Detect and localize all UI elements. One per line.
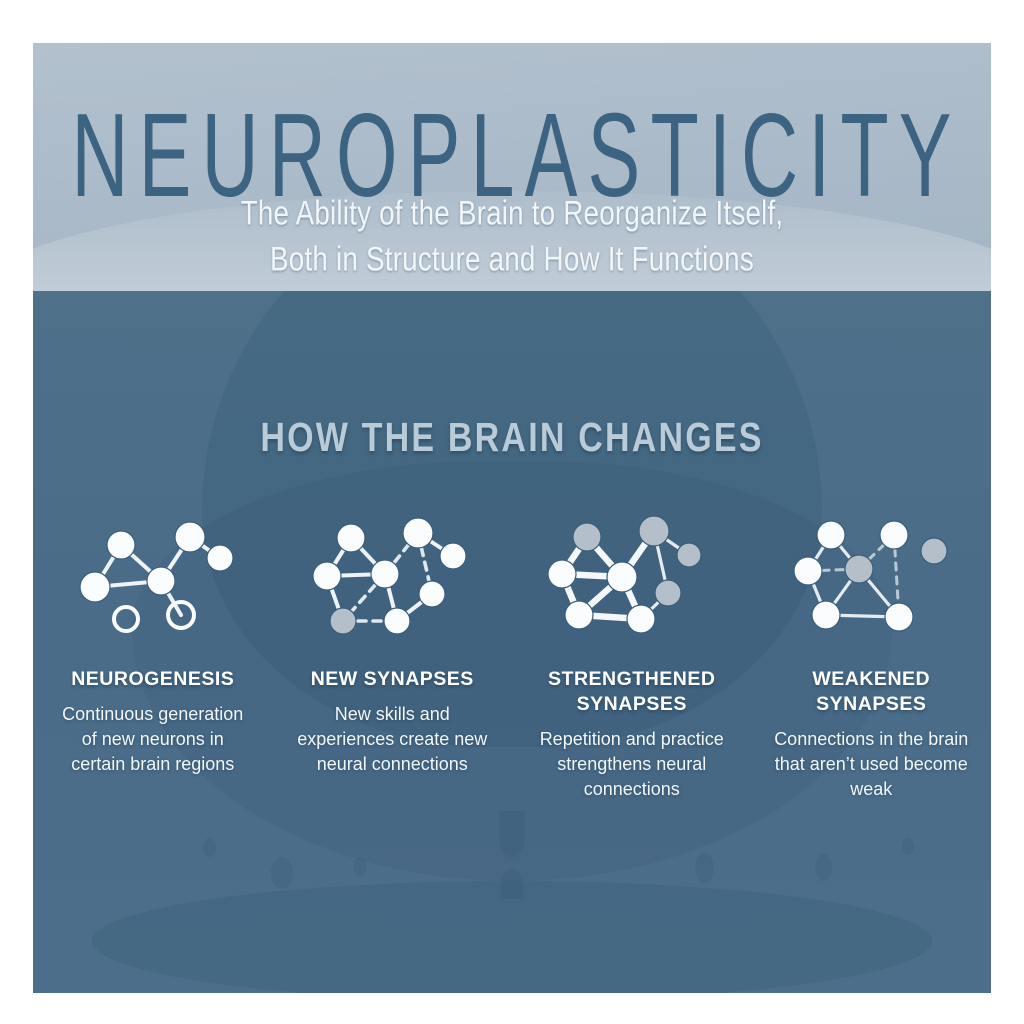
decorative-dot <box>203 838 216 857</box>
column-description: Connections in the brain that aren’t use… <box>774 729 969 799</box>
title-container: NEUROPLASTICITY <box>33 43 991 215</box>
section-title: HOW THE BRAIN CHANGES <box>260 415 764 461</box>
brain-stem-lower-decoration <box>501 869 523 899</box>
column-description: Repetition and practice strengthens neur… <box>539 729 724 799</box>
columns-container: NEUROGENESIS Continuous generation of ne… <box>33 501 991 881</box>
column-neurogenesis: NEUROGENESIS Continuous generation of ne… <box>33 501 273 881</box>
infographic-poster: NEUROPLASTICITY The Ability of the Brain… <box>33 43 991 993</box>
page-title: NEUROPLASTICITY <box>71 89 962 223</box>
brain-silhouette-decoration <box>202 291 822 747</box>
column-strengthened-synapses: STRENGTHENED SYNAPSES Repetition and pra… <box>512 501 752 881</box>
strengthened-synapses-network-diagram <box>544 501 719 651</box>
base-ellipse-decoration <box>92 881 932 993</box>
brain-silhouette-lower-decoration <box>132 461 892 881</box>
neurogenesis-svg <box>79 521 234 633</box>
strengthened-synapses-svg <box>547 515 702 634</box>
column-new-synapses: NEW SYNAPSES New skills and experiences … <box>273 501 513 881</box>
decorative-dot <box>695 853 714 883</box>
column-description: Continuous generation of new neurons in … <box>62 704 244 774</box>
subtitle-line-2: Both in Structure and How It Functions <box>270 241 754 279</box>
weakened-synapses-svg <box>793 520 948 632</box>
column-title: NEUROGENESIS <box>71 668 235 690</box>
poster-header: NEUROPLASTICITY The Ability of the Brain… <box>33 43 991 291</box>
neurogenesis-network-diagram <box>63 501 243 651</box>
decorative-dot <box>271 857 293 889</box>
weakened-synapses-network-diagram <box>786 501 956 651</box>
column-description: New skills and experiences create new ne… <box>297 704 488 774</box>
column-title: STRENGTHENED SYNAPSES <box>548 668 716 715</box>
decorative-dot <box>353 857 367 876</box>
new-synapses-network-diagram <box>305 501 480 651</box>
subtitle-container: The Ability of the Brain to Reorganize I… <box>33 191 991 283</box>
column-title: WEAKENED SYNAPSES <box>812 668 931 715</box>
column-weakened-synapses: WEAKENED SYNAPSES Connections in the bra… <box>752 501 992 881</box>
poster-body: HOW THE BRAIN CHANGES <box>33 291 991 993</box>
decorative-dot <box>902 838 914 855</box>
brain-stem-decoration <box>499 811 525 857</box>
subtitle-line-1: The Ability of the Brain to Reorganize I… <box>240 195 784 233</box>
column-title: NEW SYNAPSES <box>310 668 474 690</box>
new-synapses-svg <box>312 517 467 635</box>
decorative-dot <box>815 853 832 881</box>
